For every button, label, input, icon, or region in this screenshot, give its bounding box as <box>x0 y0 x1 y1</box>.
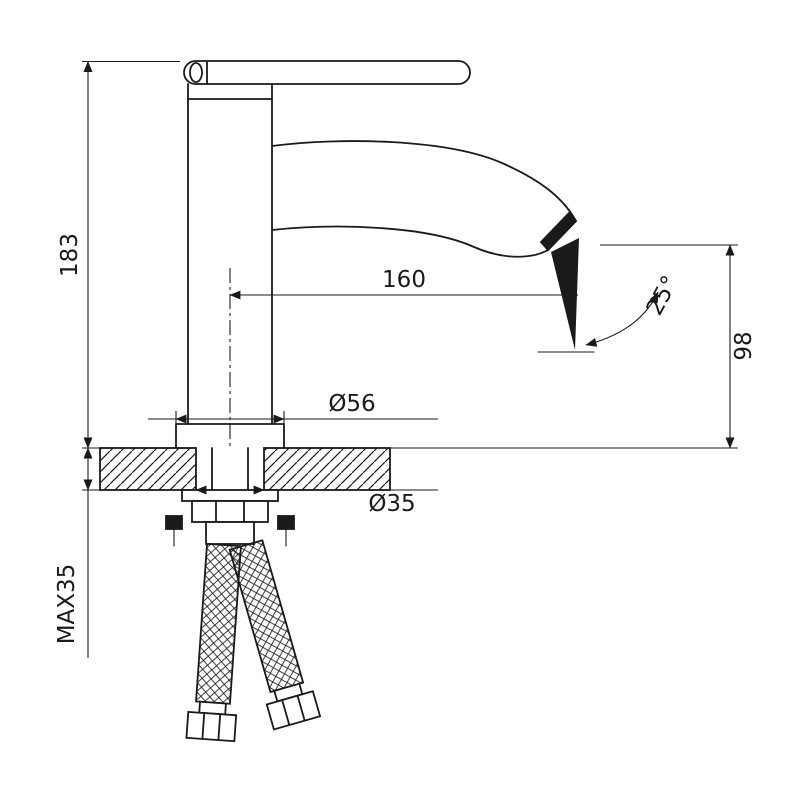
dim-spout-angle: 25° <box>585 272 684 347</box>
nut-facet-line <box>281 699 291 726</box>
faucet-body <box>187 83 273 425</box>
counter-left-section <box>99 447 197 491</box>
spout-top-edge <box>271 140 577 222</box>
dim-label-max-deck-thickness: MAX35 <box>54 564 80 645</box>
mounting-stud <box>277 515 295 530</box>
shank-coupler <box>205 521 255 545</box>
water-stream <box>551 238 579 350</box>
faucet-spout <box>271 140 595 353</box>
dim-spout-reach: 160 <box>229 267 579 446</box>
dim-outlet-height: 98 <box>390 244 757 449</box>
handle-pivot <box>189 62 203 83</box>
hose-braid <box>195 542 242 705</box>
nut-facet-line <box>296 694 306 722</box>
hose-end-nut <box>265 690 322 731</box>
countertop <box>99 447 391 491</box>
hose-end-nut <box>185 710 238 743</box>
spout-bottom-edge <box>271 225 549 258</box>
supply-hose-left <box>185 542 242 743</box>
faucet-handle <box>183 60 471 85</box>
mounting-nut <box>191 500 269 523</box>
dim-hole-diameter: Ø35 <box>195 485 438 517</box>
dim-max-deck-thickness: MAX35 <box>54 447 100 658</box>
angle-arc <box>585 291 659 347</box>
supply-hose-right <box>228 539 322 731</box>
dim-base-diameter: Ø56 <box>148 391 438 424</box>
spout-aerator <box>539 211 578 252</box>
handle-lever <box>183 60 471 85</box>
mounting-stud <box>165 515 183 530</box>
dim-label-total-height: 183 <box>57 233 83 277</box>
dimension-annotations: 183 MAX35 160 98 25° <box>54 60 757 658</box>
dim-label-spout-reach: 160 <box>382 267 426 293</box>
dim-label-spout-angle: 25° <box>642 272 684 320</box>
dim-label-outlet-height: 98 <box>731 331 757 360</box>
nut-facet-line <box>217 713 222 741</box>
dim-total-height: 183 <box>57 60 180 449</box>
dim-label-hole-diameter: Ø35 <box>368 491 415 517</box>
dim-label-base-diameter: Ø56 <box>328 391 375 417</box>
mounting-washer <box>181 489 279 502</box>
counter-right-section <box>263 447 391 491</box>
nut-facet-line <box>201 712 206 740</box>
faucet-outline <box>99 60 595 743</box>
